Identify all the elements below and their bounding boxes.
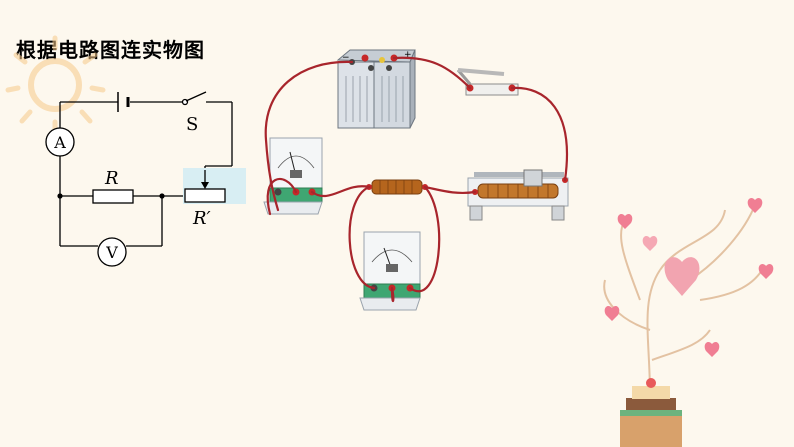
wire xyxy=(423,185,477,195)
terminal-post xyxy=(368,65,374,71)
plus-mark: + xyxy=(404,50,412,60)
minus-mark: − xyxy=(342,53,350,63)
wire xyxy=(310,185,371,198)
ammeter-device xyxy=(263,137,323,215)
wire xyxy=(264,60,354,212)
page-title: 根据电路图连实物图 xyxy=(16,38,205,62)
knife-switch xyxy=(456,68,519,96)
voltmeter-device xyxy=(359,231,421,311)
sun-decoration xyxy=(5,35,106,135)
wire xyxy=(348,185,376,290)
rheostat-label: R′ xyxy=(192,208,211,229)
junction-dot xyxy=(159,193,165,199)
connecting-wires xyxy=(264,56,568,302)
ammeter-label: A xyxy=(53,133,66,152)
switch-lever xyxy=(185,91,207,102)
wire xyxy=(392,56,472,90)
wire xyxy=(390,286,395,302)
resistor-symbol xyxy=(92,189,134,204)
wire xyxy=(266,177,298,216)
resistor-device xyxy=(366,179,428,195)
terminal-post xyxy=(379,57,385,63)
heart-tree-decoration xyxy=(603,197,774,447)
voltmeter-label: V xyxy=(105,243,118,262)
wire xyxy=(510,86,568,182)
resistor-label: R xyxy=(104,168,119,189)
switch-label: S xyxy=(186,114,198,135)
wire xyxy=(408,185,441,293)
rheostat-device xyxy=(467,169,569,221)
terminal-post xyxy=(386,65,392,71)
terminal-post xyxy=(361,54,369,62)
ammeter-symbol xyxy=(45,127,75,157)
rheostat-symbol xyxy=(184,170,226,203)
voltmeter-symbol xyxy=(97,237,127,267)
junction-dot xyxy=(57,193,63,199)
